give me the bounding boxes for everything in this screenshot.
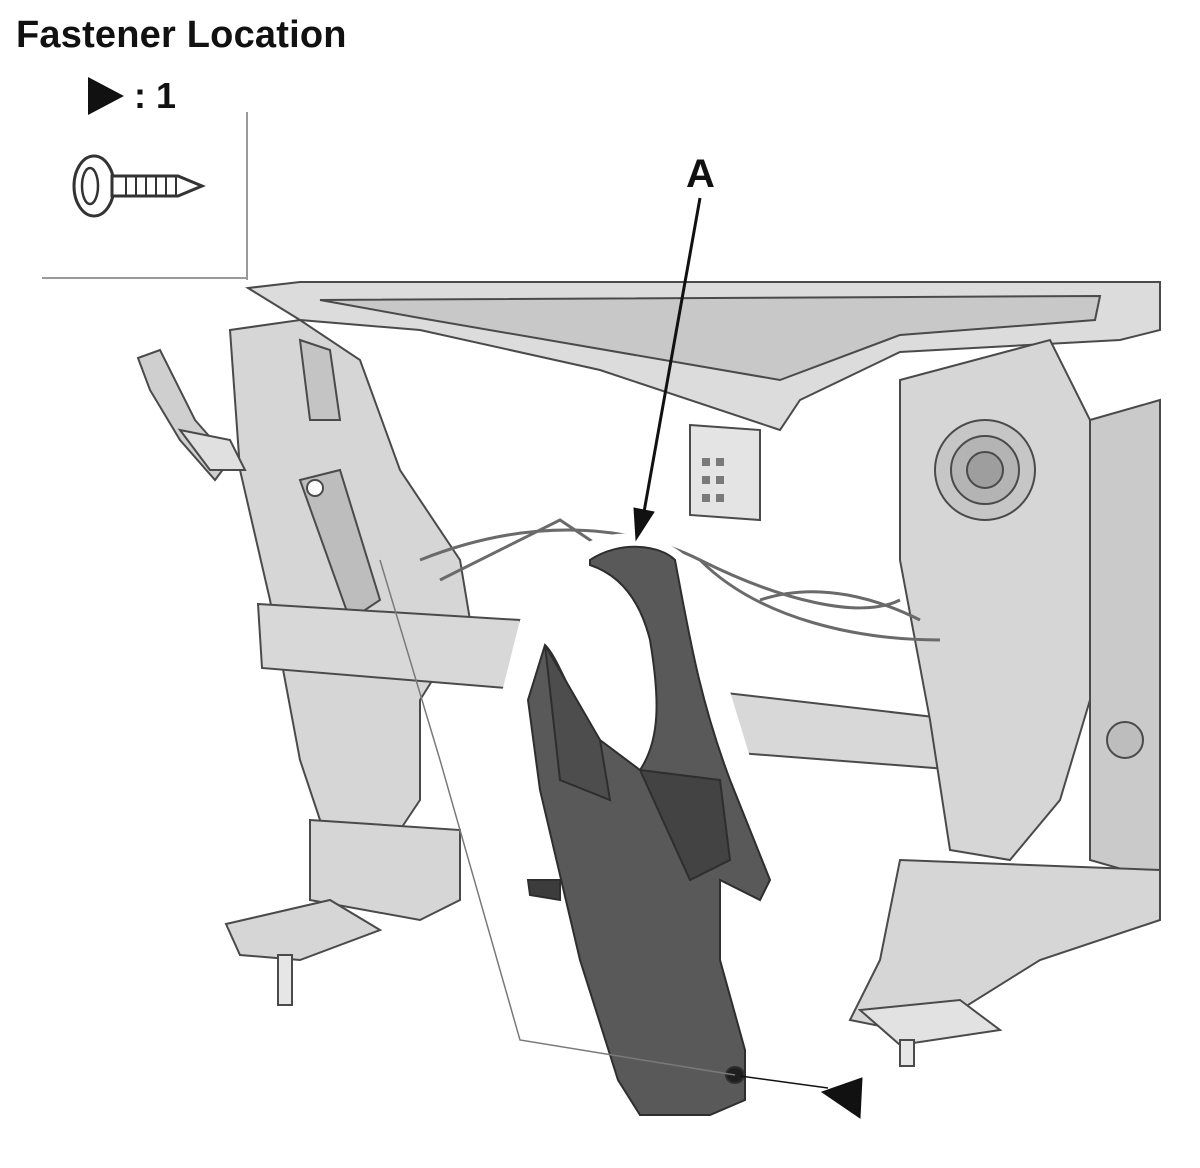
front-cross-tube <box>256 602 961 772</box>
legend-box-border-bottom <box>42 277 248 279</box>
callout-leader-a <box>633 197 702 542</box>
left-rail-foot <box>224 818 461 1006</box>
right-rail-foot <box>848 858 1161 1067</box>
self-tapping-screw-icon <box>72 154 206 218</box>
triangle-marker-icon <box>88 77 124 115</box>
alignment-guide-line <box>379 559 736 1076</box>
recline-lever <box>136 348 247 482</box>
fastener-count: : 1 <box>134 75 177 116</box>
right-side-frame <box>899 338 1161 882</box>
seat-frame-top <box>245 281 1161 432</box>
callout-label-a: A <box>686 152 715 196</box>
wire-connector <box>689 423 761 522</box>
fastener-arrow-icon <box>739 1075 863 1119</box>
legend-box-border-right <box>246 112 248 280</box>
page-title: Fastener Location <box>16 14 347 56</box>
left-side-frame <box>228 318 472 862</box>
fastener-legend: : 1 <box>88 74 176 118</box>
bracket-part-a <box>526 545 772 1116</box>
